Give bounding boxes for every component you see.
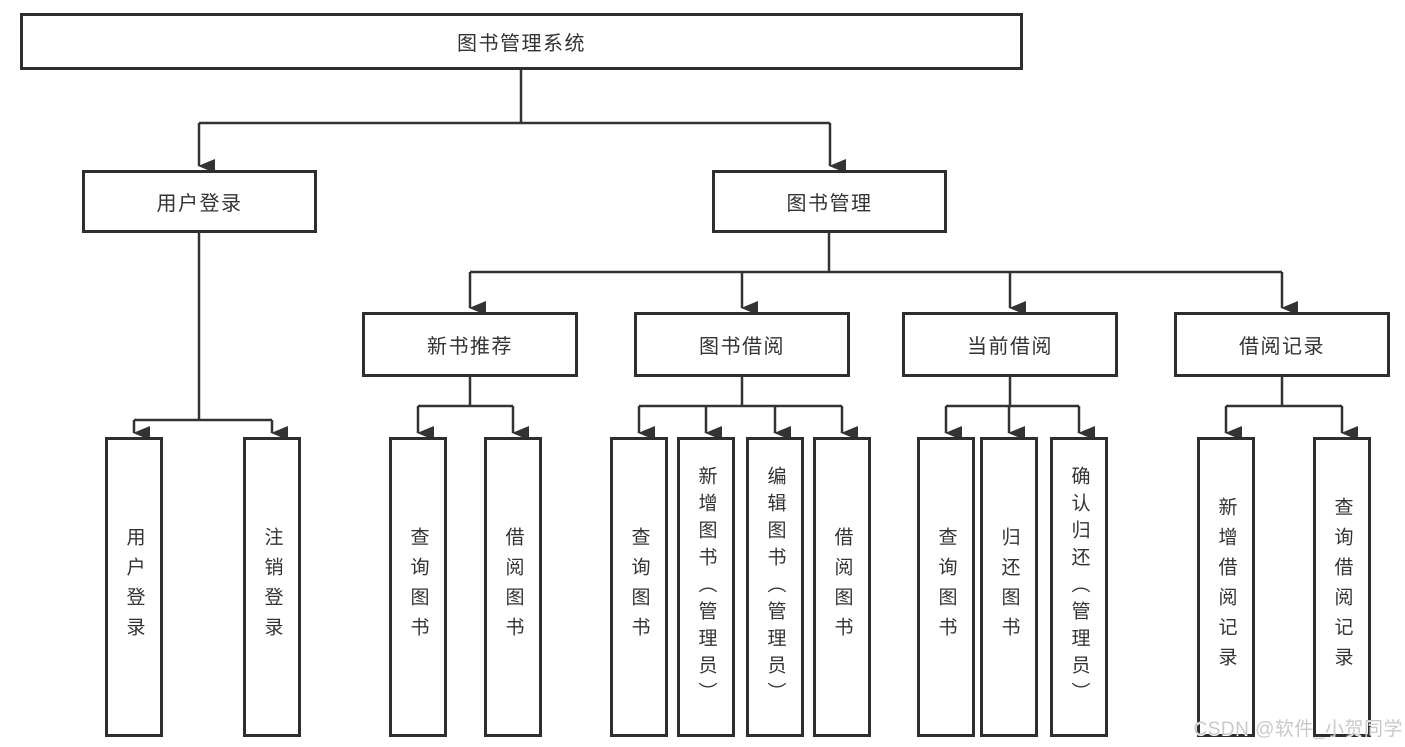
node-leaf-return-books: 归还图书 — [980, 437, 1038, 737]
node-book-borrow: 图书借阅 — [634, 312, 850, 377]
connector-currentborrow-leaves — [946, 377, 1079, 408]
connector-newbookrec-leaves — [418, 377, 513, 408]
node-leaf-user-login-label: 用户登录 — [123, 527, 145, 647]
node-new-book-recommend-label: 新书推荐 — [427, 336, 513, 358]
node-leaf-query-borrow-record-label: 查询借阅记录 — [1331, 497, 1353, 677]
watermark-text: CSDN @软件_小贺同学 — [1193, 719, 1403, 740]
node-leaf-logout: 注销登录 — [243, 437, 301, 737]
node-borrow-records: 借阅记录 — [1174, 312, 1390, 377]
node-leaf-return-books-label: 归还图书 — [998, 527, 1020, 647]
connector-userlogin-leaves — [134, 233, 272, 422]
node-leaf-edit-books-admin: 编辑图书（管理员） — [746, 437, 804, 737]
node-leaf-borrow-books-1-label: 借阅图书 — [502, 527, 524, 647]
node-leaf-query-books-3-label: 查询图书 — [935, 527, 957, 647]
node-leaf-query-books-3: 查询图书 — [917, 437, 975, 737]
node-book-mgmt: 图书管理 — [712, 170, 947, 233]
node-root-label: 图书管理系统 — [457, 33, 586, 55]
node-leaf-add-borrow-record-label: 新增借阅记录 — [1215, 497, 1237, 677]
node-leaf-query-borrow-record: 查询借阅记录 — [1313, 437, 1371, 737]
node-leaf-query-books-1-label: 查询图书 — [407, 527, 429, 647]
node-leaf-add-books-admin: 新增图书（管理员） — [677, 437, 735, 737]
node-leaf-borrow-books-2-label: 借阅图书 — [831, 527, 853, 647]
node-root: 图书管理系统 — [20, 13, 1023, 70]
node-current-borrow-label: 当前借阅 — [967, 336, 1053, 358]
connector-root-l2 — [199, 70, 830, 125]
connector-borrowrecords-leaves — [1226, 377, 1342, 408]
node-leaf-add-books-admin-label: 新增图书（管理员） — [695, 465, 717, 709]
node-leaf-add-borrow-record: 新增借阅记录 — [1197, 437, 1255, 737]
node-leaf-query-books-2: 查询图书 — [610, 437, 668, 737]
node-user-login: 用户登录 — [82, 170, 317, 233]
node-leaf-query-books-1: 查询图书 — [389, 437, 447, 737]
node-leaf-user-login: 用户登录 — [105, 437, 163, 737]
node-leaf-logout-label: 注销登录 — [261, 527, 283, 647]
connector-bookborrow-leaves — [639, 377, 842, 408]
node-leaf-borrow-books-1: 借阅图书 — [484, 437, 542, 737]
node-current-borrow: 当前借阅 — [902, 312, 1118, 377]
node-leaf-edit-books-admin-label: 编辑图书（管理员） — [764, 465, 786, 709]
node-book-borrow-label: 图书借阅 — [699, 336, 785, 358]
node-leaf-borrow-books-2: 借阅图书 — [813, 437, 871, 737]
node-leaf-confirm-return-admin: 确认归还（管理员） — [1050, 437, 1108, 737]
connector-bookmgmt-l3 — [470, 233, 1282, 274]
node-new-book-recommend: 新书推荐 — [362, 312, 578, 377]
node-leaf-query-books-2-label: 查询图书 — [628, 527, 650, 647]
node-user-login-label: 用户登录 — [156, 193, 243, 215]
node-leaf-confirm-return-admin-label: 确认归还（管理员） — [1068, 465, 1090, 709]
node-borrow-records-label: 借阅记录 — [1239, 336, 1325, 358]
node-book-mgmt-label: 图书管理 — [786, 193, 873, 215]
